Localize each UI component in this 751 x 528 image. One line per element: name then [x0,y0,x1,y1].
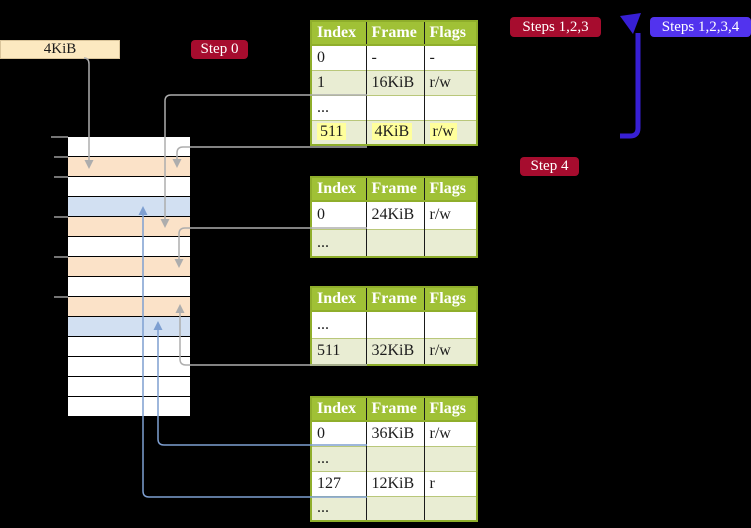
memory-row-9-blue [68,317,190,336]
column-header-flags: Flags [423,177,477,202]
cell [423,228,477,257]
column-header-index: Index [311,177,366,202]
table-row-index-0: 0 -- [311,45,477,70]
memory-row-11-white [68,357,190,376]
cell: r [423,470,477,496]
cell [365,495,424,521]
cell: r/w [423,337,477,365]
step0-badge: Step 0 [191,40,248,59]
cell: 511 [311,337,366,365]
column-header-frame: Frame [365,21,424,46]
cell: r/w [423,421,477,446]
step4-badge: Step 4 [520,157,579,176]
cell: 16KiB [365,69,424,95]
cell: - [365,45,424,70]
cell: 511 [311,119,366,145]
memory-row-4-peach [68,217,190,236]
highlighted-value: 511 [317,123,347,141]
memory-row-13-white [68,397,190,416]
cell: 12KiB [365,470,424,496]
physical-memory-column [68,137,190,416]
cell: ... [311,495,366,521]
column-header-index: Index [311,287,366,312]
table-row-index-511: 511 4KiB r/w [311,119,477,145]
table-row-index-...: ... [311,228,477,257]
cell [365,445,424,471]
memory-row-5-white [68,237,190,256]
frame-size-label: 4KiB [0,40,120,59]
cell [423,311,477,338]
cell: r/w [423,69,477,95]
memory-row-3-blue [68,197,190,216]
recursive-loop-arrow [620,33,641,139]
cell: 0 [317,424,325,442]
recursive-loop-arrowhead [620,13,641,34]
cell: - [423,45,477,70]
memory-row-2-white [68,177,190,196]
arrow-l4e511-to-row2 [176,146,367,159]
cell [423,445,477,471]
memory-row-6-peach [68,257,190,276]
memory-row-10-white [68,337,190,356]
memory-row-0-white [68,137,190,156]
highlighted-value: r/w [429,123,457,141]
cell: 32KiB [365,337,424,365]
column-header-index: Index [311,397,366,422]
memory-row-8-peach [68,297,190,316]
cell [423,495,477,521]
cell: 0 [317,48,325,66]
table-row-index-...: ... [311,495,477,521]
column-header-frame: Frame [365,177,424,202]
cell [365,94,424,120]
column-header-index: Index [311,21,366,46]
steps-123-badge: Steps 1,2,3 [510,17,601,37]
column-header-flags: Flags [423,21,477,46]
memory-row-1-peach [68,157,190,176]
cell [365,311,424,338]
cell: 0 [317,206,325,224]
column-header-flags: Flags [423,287,477,312]
cell [365,228,424,257]
column-header-frame: Frame [365,397,424,422]
column-header-flags: Flags [423,397,477,422]
cell: 4KiB [365,119,424,145]
cell: 127 [311,470,366,496]
table-row-index-...: ... [311,311,477,338]
cell: ... [317,315,329,333]
table-row-index-...: ... [311,445,477,471]
memory-row-7-white [68,277,190,296]
cell: r/w [423,119,477,145]
cell: 24KiB [365,201,424,229]
cell [423,94,477,120]
highlighted-value: 4KiB [371,123,413,141]
cell: 1 [311,69,366,95]
cell: r/w [423,201,477,229]
cell: ... [311,228,366,257]
cell: 36KiB [365,421,424,446]
memory-row-12-white [68,377,190,396]
column-header-frame: Frame [365,287,424,312]
memory-tick-marks [51,136,68,298]
steps-1234-badge: Steps 1,2,3,4 [650,17,751,37]
table-row-index-...: ... [311,94,477,120]
cell: ... [311,94,366,120]
cell: ... [311,445,366,471]
